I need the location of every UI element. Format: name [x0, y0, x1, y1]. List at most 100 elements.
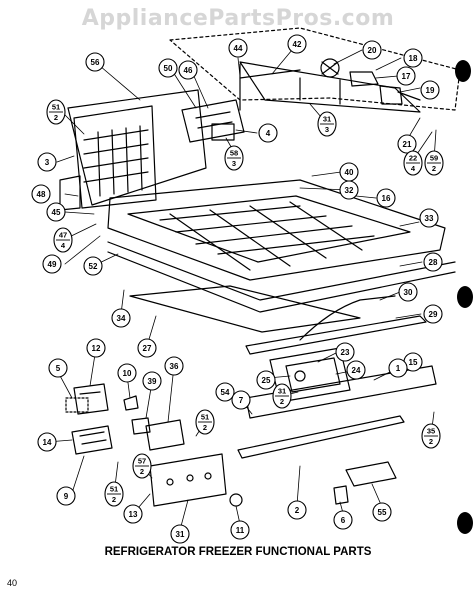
watermark: AppliancePartsPros.com: [81, 6, 395, 31]
callout-c47: 474: [53, 227, 73, 253]
callout-circle: [86, 338, 106, 358]
callout-circle: [376, 188, 396, 208]
callout-c54: 54: [215, 382, 235, 402]
callout-number: 35: [427, 427, 435, 436]
page-number: 40: [7, 578, 18, 588]
callout-number: 59: [430, 154, 438, 163]
callout-number: 15: [409, 358, 418, 367]
callout-c30: 30: [398, 282, 418, 302]
callout-c31b: 312: [272, 383, 292, 409]
callout-circle: [85, 52, 105, 72]
callout-c27: 27: [137, 338, 157, 358]
channel-29: [245, 315, 427, 355]
callout-number: 12: [92, 344, 101, 353]
callout-c36: 36: [164, 356, 184, 376]
callout-number: 23: [341, 348, 350, 357]
callout-number: 18: [409, 54, 418, 63]
callout-circle: [423, 304, 443, 324]
callout-c18: 18: [403, 48, 423, 68]
callout-c39: 39: [142, 371, 162, 391]
plate-55: [345, 461, 397, 487]
callout-c34: 34: [111, 308, 131, 328]
callout-quantity: 4: [411, 164, 416, 173]
callout-c17: 17: [396, 66, 416, 86]
callout-c50: 50: [158, 58, 178, 78]
callout-quantity: 3: [325, 125, 329, 134]
callout-number: 40: [345, 168, 354, 177]
callout-circle: [362, 40, 382, 60]
callout-quantity: 2: [54, 113, 58, 122]
callout-number: 52: [89, 262, 98, 271]
evaporator-coil: [59, 89, 207, 211]
callout-circle: [37, 432, 57, 452]
callout-circle: [31, 184, 51, 204]
callout-c58a: 583: [224, 145, 244, 171]
callout-number: 25: [262, 376, 271, 385]
callout-number: 9: [64, 492, 69, 501]
callout-number: 46: [184, 66, 193, 75]
callout-circle: [48, 358, 68, 378]
callout-number: 20: [368, 46, 377, 55]
callout-circle: [396, 66, 416, 86]
diagram-caption: REFRIGERATOR FREEZER FUNCTIONAL PARTS: [104, 546, 372, 558]
callout-circle: [117, 363, 137, 383]
callout-c56: 56: [85, 52, 105, 72]
callout-c14: 14: [37, 432, 57, 452]
callout-c48: 48: [31, 184, 51, 204]
callout-circle: [346, 360, 366, 380]
callout-circle: [123, 504, 143, 524]
callout-circle: [287, 500, 307, 520]
callout-number: 50: [164, 64, 173, 73]
callout-c7: 7: [231, 390, 251, 410]
control-bracket: [181, 99, 245, 143]
wire-harness: [299, 295, 396, 341]
callout-circle: [158, 58, 178, 78]
callout-number: 7: [239, 396, 244, 405]
thermostat-14: [71, 425, 113, 455]
callout-number: 30: [404, 288, 413, 297]
callout-c22: 224: [403, 150, 423, 176]
drip-tray: [129, 285, 361, 333]
label-5: [65, 397, 89, 413]
callout-circle: [178, 60, 198, 80]
callout-c13: 13: [123, 504, 143, 524]
callout-number: 32: [345, 186, 354, 195]
callout-circle: [142, 371, 162, 391]
callout-circle: [230, 520, 250, 540]
callout-number: 6: [341, 516, 346, 525]
callout-c19: 19: [420, 80, 440, 100]
callout-c51c: 512: [104, 481, 124, 507]
callout-number: 29: [429, 310, 438, 319]
callout-number: 22: [409, 154, 417, 163]
callout-quantity: 2: [280, 397, 284, 406]
callout-c45: 45: [46, 202, 66, 222]
callout-circle: [231, 390, 251, 410]
callout-circle: [403, 48, 423, 68]
fan-motor: [349, 71, 421, 105]
binder-hole-bottom: [457, 512, 473, 534]
callout-number: 51: [110, 485, 118, 494]
callout-c35: 352: [421, 423, 441, 449]
callout-number: 54: [221, 388, 230, 397]
callout-number: 39: [148, 377, 157, 386]
callout-circle: [137, 338, 157, 358]
callout-c32: 32: [339, 180, 359, 200]
switch-39: [131, 417, 151, 435]
callout-c23: 23: [335, 342, 355, 362]
callout-c10: 10: [117, 363, 137, 383]
callout-circle: [164, 356, 184, 376]
callout-c51b: 512: [195, 409, 215, 435]
callout-c4: 4: [258, 123, 278, 143]
callout-number: 21: [403, 140, 412, 149]
callout-quantity: 2: [140, 467, 144, 476]
callout-c6: 6: [333, 510, 353, 530]
clip-10: [123, 395, 139, 411]
callout-c44: 44: [228, 38, 248, 58]
callout-number: 49: [48, 260, 57, 269]
callout-c29: 29: [423, 304, 443, 324]
callout-number: 4: [266, 129, 271, 138]
callout-c25: 25: [256, 370, 276, 390]
callout-number: 19: [426, 86, 435, 95]
